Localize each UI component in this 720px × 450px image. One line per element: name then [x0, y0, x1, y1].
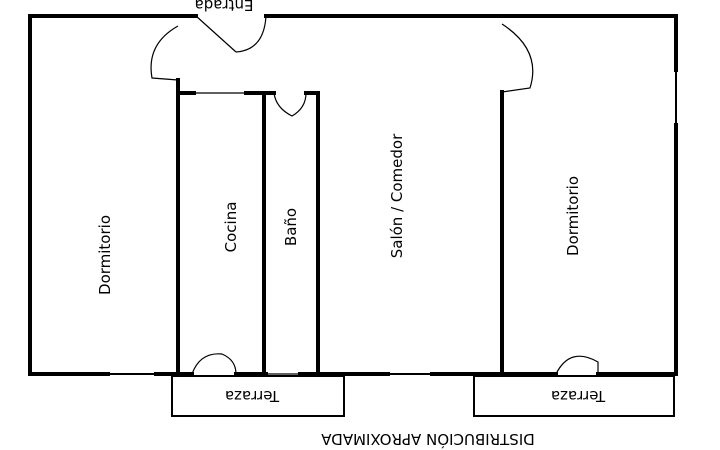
room-label-cocina: Cocina: [222, 202, 240, 253]
plan-caption: DISTRIBUCIÓN APROXIMADA: [321, 430, 535, 449]
terrace-label-right: Terraza: [551, 387, 606, 405]
room-label-dormitorio-right: Dormitorio: [564, 176, 582, 256]
terrace-label-left: Terraza: [225, 387, 280, 405]
outer-walls: [28, 14, 678, 376]
entrance-label: Entrada: [195, 0, 254, 14]
room-label-dormitorio-left: Dormitorio: [96, 215, 114, 295]
room-label-bano: Baño: [282, 208, 300, 246]
interior-walls: [176, 78, 504, 376]
room-label-salon: Salón / Comedor: [388, 133, 406, 258]
doors: [150, 15, 599, 375]
terraces: [171, 375, 675, 417]
